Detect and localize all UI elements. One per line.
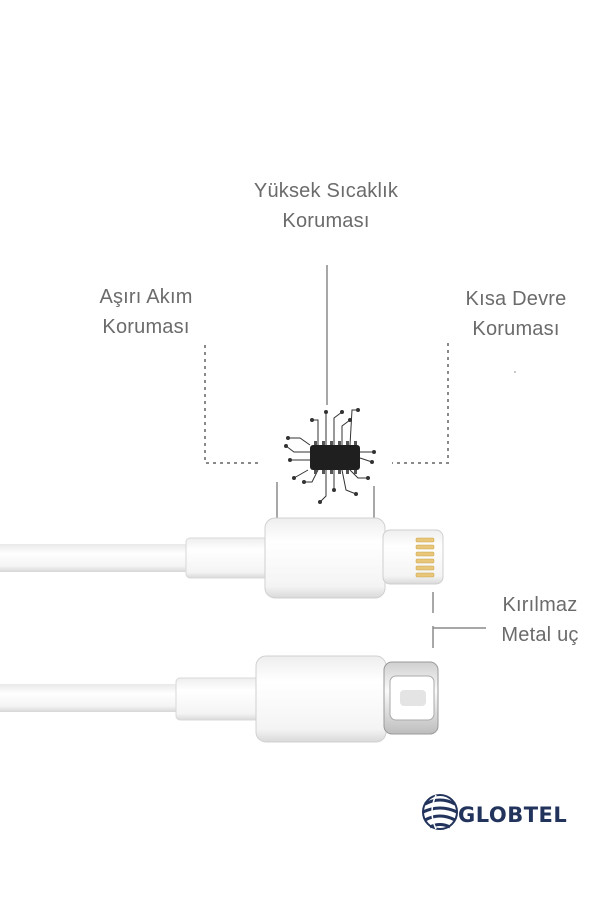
- callout-text: Aşırı Akım: [99, 286, 193, 308]
- globe-logo-icon: [422, 794, 458, 830]
- callout-text: Kısa Devre: [465, 288, 567, 310]
- callout-line-overcurrent: [204, 345, 262, 464]
- chip-icon: [284, 408, 376, 504]
- callout-text: Koruması: [282, 210, 370, 232]
- brand-name: GLOBTEL: [458, 803, 568, 827]
- callout-high-temp-protection: Yüksek Sıcaklık Koruması: [226, 176, 426, 236]
- callout-short-circuit-protection: Kısa Devre Koruması: [440, 284, 592, 344]
- usb-c-connector: [383, 661, 439, 735]
- lightning-connector: [382, 529, 444, 585]
- callout-text: Kırılmaz: [502, 594, 578, 616]
- callout-metal-tip: Kırılmaz Metal uç: [486, 590, 594, 650]
- lightning-cable: [0, 517, 444, 599]
- callout-text: Koruması: [102, 316, 190, 338]
- callout-line-short-circuit: [392, 343, 449, 464]
- callout-text: Koruması: [472, 318, 560, 340]
- callout-text: Metal uç: [501, 624, 579, 646]
- callout-text: Yüksek Sıcaklık: [253, 180, 399, 202]
- usb-c-cable: [0, 655, 439, 743]
- callout-overcurrent-protection: Aşırı Akım Koruması: [74, 282, 218, 342]
